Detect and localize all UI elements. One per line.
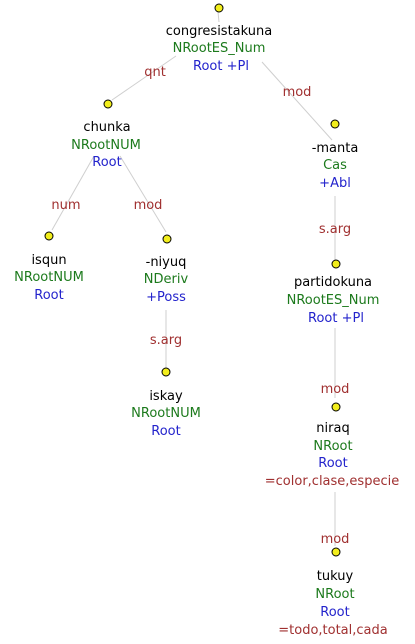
edge-line-qnt bbox=[111, 55, 177, 101]
edge-labels: qnt mod num mod s.arg s.arg mod mod bbox=[51, 65, 351, 547]
edge-label-num: num bbox=[51, 198, 80, 213]
tree-node-niraq: niraq NRoot Root =color,clase,especie bbox=[265, 402, 399, 489]
tree-node-manta: -manta Cas +Abl bbox=[312, 119, 359, 191]
node-dot bbox=[331, 402, 341, 412]
tree-node-partidokuna: partidokuna NRootES_Num Root +Pl bbox=[287, 259, 380, 326]
node-word: congresistakuna bbox=[166, 24, 272, 39]
node-word: -manta bbox=[312, 141, 359, 156]
edge-label-qnt: qnt bbox=[144, 65, 166, 80]
node-dot bbox=[214, 3, 224, 13]
node-feature: Root bbox=[34, 288, 63, 303]
edge-label-sarg-partidokuna: s.arg bbox=[319, 222, 351, 237]
node-feature: Root bbox=[320, 605, 349, 620]
node-dot bbox=[103, 99, 113, 109]
edge-label-mod-tukuy: mod bbox=[321, 532, 350, 547]
node-feature: +Poss bbox=[146, 290, 186, 305]
node-pos: NRootNUM bbox=[71, 138, 141, 153]
node-feature: Root bbox=[92, 155, 121, 170]
tree-node-iskay: iskay NRootNUM Root bbox=[131, 367, 201, 439]
node-pos: NRootNUM bbox=[14, 270, 84, 285]
edge-line-qnt-upper bbox=[217, 11, 220, 23]
node-word: partidokuna bbox=[294, 275, 372, 290]
edge-label-mod-manta: mod bbox=[283, 85, 312, 100]
node-pos: NRoot bbox=[313, 439, 352, 454]
node-word: iskay bbox=[149, 389, 183, 404]
node-word: niraq bbox=[316, 421, 349, 436]
edge-line-mod-niyuq bbox=[119, 155, 167, 233]
tree-node-isqun: isqun NRootNUM Root bbox=[14, 231, 84, 303]
node-word: isqun bbox=[31, 253, 66, 268]
node-pos: NRootES_Num bbox=[173, 41, 266, 56]
node-feature: +Abl bbox=[319, 176, 351, 191]
node-feature: Root bbox=[318, 456, 347, 471]
node-pos: NRootNUM bbox=[131, 406, 201, 421]
node-feature: Root bbox=[151, 424, 180, 439]
tree-node-tukuy: tukuy NRoot Root =todo,total,cada bbox=[278, 547, 388, 638]
edge-lines bbox=[51, 11, 336, 546]
edge-line-mod-manta bbox=[261, 61, 333, 141]
node-word: chunka bbox=[83, 120, 130, 135]
edge-line-num bbox=[51, 155, 95, 231]
edge-label-sarg-iskay: s.arg bbox=[150, 333, 182, 348]
node-dot bbox=[330, 119, 340, 129]
edge-label-mod-niraq: mod bbox=[321, 382, 350, 397]
node-pos: Cas bbox=[323, 158, 347, 173]
node-pos: NDeriv bbox=[144, 272, 189, 287]
node-gloss: =color,clase,especie bbox=[265, 474, 399, 489]
node-pos: NRootES_Num bbox=[287, 293, 380, 308]
node-dot bbox=[331, 259, 341, 269]
node-gloss: =todo,total,cada bbox=[278, 623, 387, 638]
node-pos: NRoot bbox=[315, 587, 354, 602]
node-word: -niyuq bbox=[146, 255, 187, 270]
tree-node-niyuq: -niyuq NDeriv +Poss bbox=[144, 234, 189, 305]
node-dot bbox=[44, 231, 54, 241]
node-feature: Root +Pl bbox=[308, 311, 364, 326]
tree-node-chunka: chunka NRootNUM Root bbox=[71, 99, 141, 170]
tree-node-congresistakuna: congresistakuna NRootES_Num Root +Pl bbox=[166, 3, 272, 74]
node-dot bbox=[162, 234, 172, 244]
node-feature: Root +Pl bbox=[193, 59, 249, 74]
node-word: tukuy bbox=[317, 569, 354, 584]
edge-label-mod-niyuq: mod bbox=[134, 198, 163, 213]
node-dot bbox=[331, 547, 341, 557]
node-dot bbox=[161, 367, 171, 377]
